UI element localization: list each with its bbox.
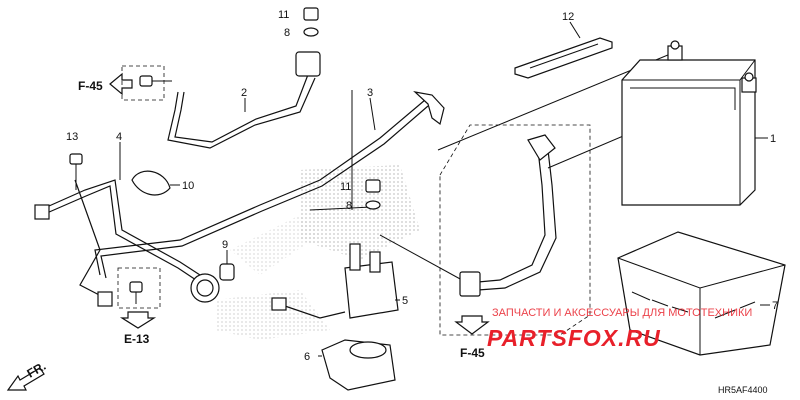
washer-8-top	[303, 27, 319, 37]
ref-label-e13: E-13	[124, 332, 150, 346]
nut-11-top	[303, 7, 319, 21]
diagram-code: HR5AF4400	[718, 385, 768, 395]
front-direction-arrow	[6, 367, 45, 391]
terminal-cover	[190, 273, 220, 303]
reference-arrow-e13	[117, 267, 161, 329]
bolt-lower-left	[129, 281, 143, 304]
cable-group-dashed-outline	[439, 124, 591, 336]
starter-relay	[271, 243, 400, 319]
nut-9	[219, 250, 235, 281]
relay-cover	[318, 339, 396, 391]
callout-3: 3	[367, 87, 373, 99]
sub-harness-upper	[167, 51, 321, 149]
bolt-13	[69, 153, 83, 190]
starter-cable	[34, 142, 201, 307]
callout-8-top: 8	[284, 27, 290, 39]
washer-8-mid	[365, 200, 381, 210]
callout-9: 9	[222, 239, 228, 251]
callout-4: 4	[116, 131, 122, 143]
ref-label-f45-top: F-45	[78, 79, 103, 93]
callout-2: 2	[241, 87, 247, 99]
battery-cable-positive	[459, 134, 557, 297]
battery-strap	[514, 21, 613, 79]
callout-10: 10	[182, 180, 194, 192]
battery	[621, 40, 768, 206]
callout-7: 7	[772, 300, 778, 312]
callout-1: 1	[770, 133, 776, 145]
background-halftone-logo	[215, 165, 420, 340]
callout-11-mid: 11	[340, 181, 351, 193]
reference-arrow-f45-bottom	[454, 315, 490, 335]
sub-harness-long	[94, 91, 445, 279]
callout-8-mid: 8	[346, 200, 352, 212]
nut-11-mid	[365, 179, 381, 193]
callout-11-top: 11	[278, 9, 289, 21]
callout-13: 13	[66, 131, 78, 143]
watermark-caption: ЗАПЧАСТИ И АКСЕССУАРЫ ДЛЯ МОТОТЕХНИКИ	[492, 307, 752, 319]
callout-5: 5	[402, 295, 408, 307]
ref-label-f45-bottom: F-45	[460, 346, 485, 360]
callout-6: 6	[304, 351, 310, 363]
battery-box	[617, 231, 786, 356]
cable-band	[131, 170, 180, 196]
reference-arrow-f45-top	[109, 65, 165, 101]
bolt-top-left	[139, 75, 172, 87]
watermark-brand: PARTSFOX.RU	[487, 325, 661, 351]
callout-12: 12	[562, 11, 574, 23]
